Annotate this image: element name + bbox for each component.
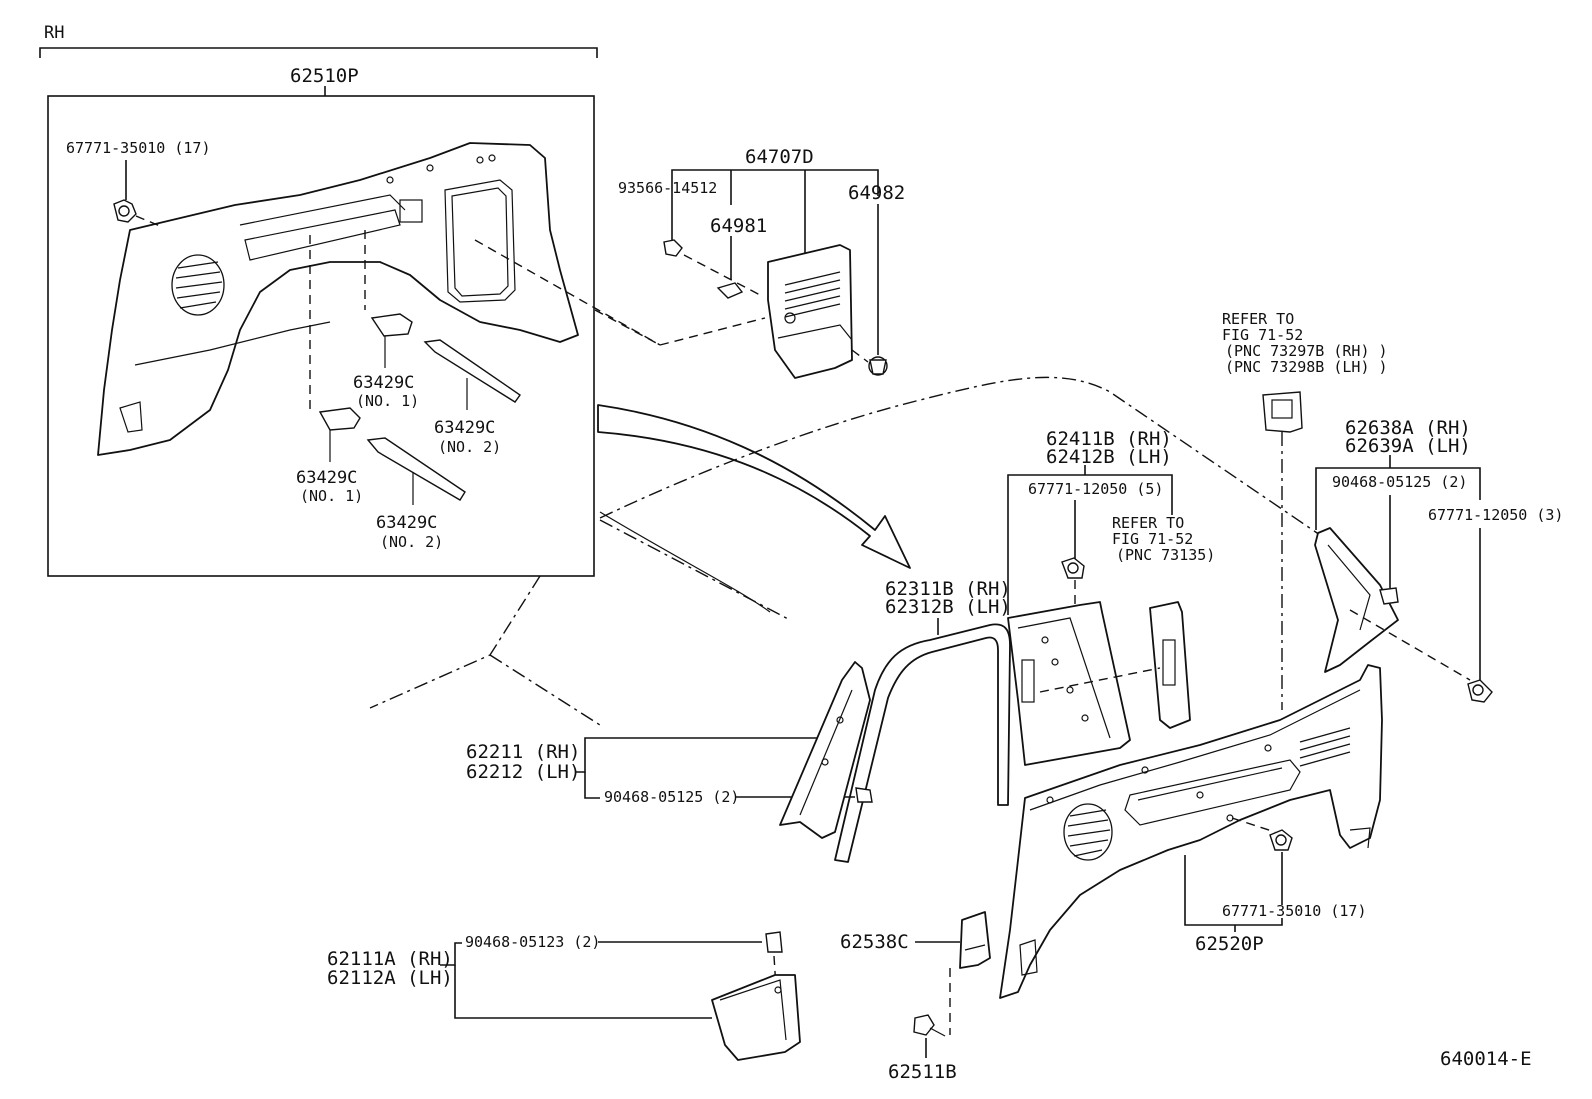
- inset-box: 67771-35010 (17) 63429C (NO. 1) 63429C (…: [47, 95, 595, 577]
- front-pillar-group: 62211 (RH) 62212 (LH) 90468-05125 (2): [466, 661, 873, 839]
- refer1-c: (PNC 73297B (RH) ): [1225, 342, 1388, 360]
- quarter-panel-group: 67771-35010 (17) 62520P: [999, 664, 1383, 999]
- clip-64982-icon: [868, 356, 888, 376]
- weatherstrip-62311b: [834, 623, 1011, 863]
- seatbelt-cover-icon: [1149, 601, 1191, 729]
- screw-62511b-icon: [913, 1014, 946, 1037]
- label-62538c: 62538C: [840, 931, 909, 953]
- label-62511b: 62511B: [888, 1061, 957, 1083]
- quarter-panel-62520p: [999, 664, 1383, 999]
- label-62111a: 62111A (RH): [327, 948, 453, 970]
- assist-grip-icon: [1262, 391, 1303, 433]
- label-64982: 64982: [848, 182, 905, 204]
- label-67771-12050-3: 67771-12050 (3): [1428, 506, 1563, 524]
- label-63429c-a: 63429C: [353, 373, 414, 393]
- label-63429c-c: 63429C: [296, 468, 357, 488]
- refer2-c: (PNC 73135): [1116, 546, 1215, 564]
- bracket-64981-icon: [716, 282, 744, 299]
- label-90468-right: 90468-05125 (2): [1332, 473, 1467, 491]
- figure-id: 640014-E: [1440, 1048, 1532, 1070]
- refer2-a: REFER TO: [1112, 514, 1184, 532]
- scuff-plate-62111a: [711, 974, 801, 1061]
- label-62311b: 62311B (RH): [885, 578, 1011, 600]
- inset-speaker-grille-icon: [171, 254, 225, 316]
- clip-67771-12050-center-icon: [1061, 557, 1085, 579]
- front-pillar-62211: [779, 661, 871, 839]
- label-62112a: 62112A (LH): [327, 967, 453, 989]
- label-62312b: 62312B (LH): [885, 596, 1011, 618]
- side-label: RH: [44, 23, 64, 43]
- inset-assembly-label: 62510P: [290, 65, 359, 87]
- refer1-b: FIG 71-52: [1222, 326, 1303, 344]
- clip-90468-right-icon: [1379, 587, 1399, 605]
- label-63429c-b-sub: (NO. 2): [438, 438, 501, 456]
- cover-group: 64707D 93566-14512 64981 64982: [618, 146, 905, 379]
- direction-arrow-icon: [597, 404, 911, 569]
- center-pillar-62411b: [1007, 601, 1131, 766]
- label-62211: 62211 (RH): [466, 741, 580, 763]
- label-63429c-c-sub: (NO. 1): [300, 487, 363, 505]
- clip-67771-12050-right-icon: [1467, 679, 1493, 703]
- quarter-vent-icon: [1299, 727, 1351, 767]
- label-62212: 62212 (LH): [466, 761, 580, 783]
- label-67771-35010: 67771-35010 (17): [1222, 902, 1367, 920]
- label-64981: 64981: [710, 215, 767, 237]
- refer2-b: FIG 71-52: [1112, 530, 1193, 548]
- clip-90468-left-icon: [855, 787, 873, 803]
- clip-67771-35010-icon: [1269, 829, 1293, 851]
- label-64707d: 64707D: [745, 146, 814, 168]
- inset-clip-icon: [113, 199, 137, 223]
- label-90468-left: 90468-05125 (2): [604, 788, 739, 806]
- label-63429c-b: 63429C: [434, 418, 495, 438]
- label-63429c-d: 63429C: [376, 513, 437, 533]
- center-pillar-group: 62411B (RH) 62412B (LH) 67771-12050 (5) …: [1007, 428, 1215, 766]
- label-90468-05123: 90468-05123 (2): [465, 933, 600, 951]
- strap-band-icon: [366, 339, 521, 501]
- rh-header: RH 62510P: [39, 23, 598, 96]
- label-62520p: 62520P: [1195, 933, 1264, 955]
- quarter-speaker-grille-icon: [1063, 803, 1113, 861]
- inset-clip-label: 67771-35010 (17): [66, 139, 211, 157]
- label-62411b: 62411B (RH): [1046, 428, 1172, 450]
- upper-pillar-group: 62638A (RH) 62639A (LH) 90468-05125 (2) …: [1314, 417, 1563, 703]
- label-63429c-d-sub: (NO. 2): [380, 533, 443, 551]
- refer1-d: (PNC 73298B (LH) ): [1225, 358, 1388, 376]
- refer1-a: REFER TO: [1222, 310, 1294, 328]
- screw-icon: [663, 239, 683, 257]
- bracket-62538c: [959, 911, 991, 969]
- label-62638a: 62638A (RH): [1345, 417, 1471, 439]
- label-93566: 93566-14512: [618, 179, 717, 197]
- clip-90468-05123-icon: [765, 931, 783, 953]
- label-62412b: 62412B (LH): [1046, 446, 1172, 468]
- label-62639a: 62639A (LH): [1345, 435, 1471, 457]
- reference-73297b: REFER TO FIG 71-52 (PNC 73297B (RH) ) (P…: [1222, 310, 1388, 710]
- strap-hook-icon: [318, 313, 413, 431]
- scuff-plate-group: 62111A (RH) 62112A (LH) 90468-05123 (2): [327, 931, 801, 1061]
- label-63429c-a-sub: (NO. 1): [356, 392, 419, 410]
- weatherstrip-group: 62311B (RH) 62312B (LH): [834, 578, 1011, 863]
- inset-quarter-panel: [97, 142, 579, 456]
- bracket-group: 62538C 62511B: [840, 911, 991, 1083]
- label-67771-12050-5: 67771-12050 (5): [1028, 480, 1163, 498]
- upper-pillar-62638a: [1314, 527, 1399, 673]
